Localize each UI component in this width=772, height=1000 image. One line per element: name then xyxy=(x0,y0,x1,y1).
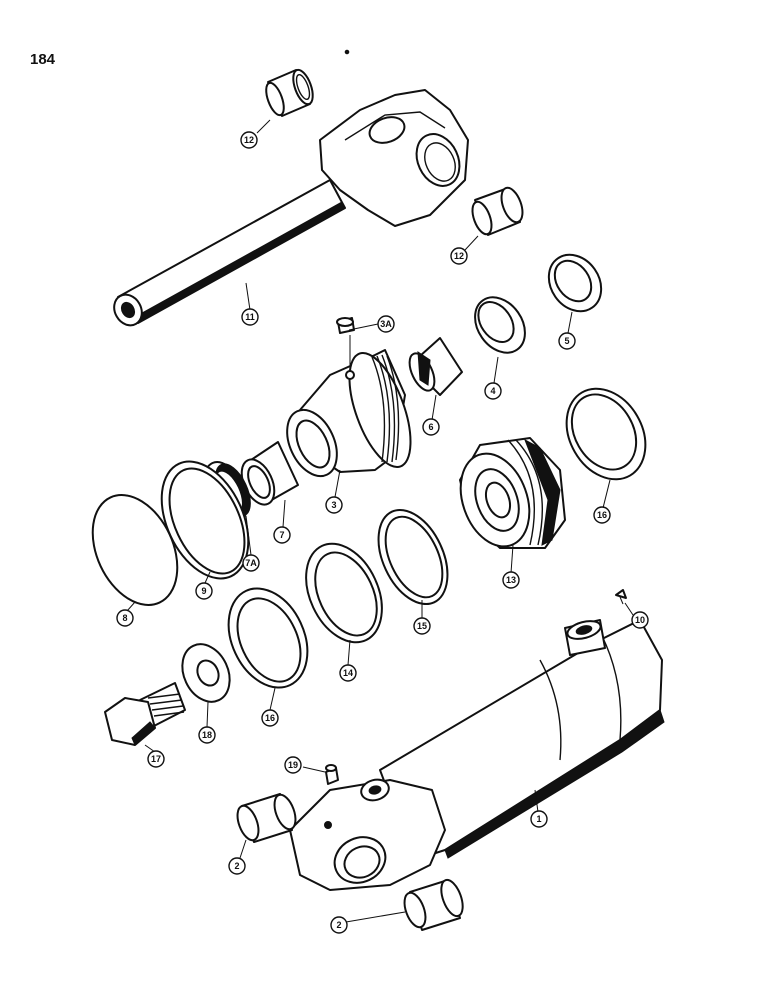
callout-label: 8 xyxy=(122,613,127,623)
callout-label: 3 xyxy=(331,500,336,510)
callout-label: 9 xyxy=(201,586,206,596)
bushing-12-upper xyxy=(265,68,314,117)
plug-3a xyxy=(336,317,355,334)
wear-ring-16-upper xyxy=(565,387,647,481)
callout-8: 8 xyxy=(116,609,134,627)
callout-label: 10 xyxy=(635,615,645,625)
callout-label: 12 xyxy=(454,251,464,261)
callout-14: 14 xyxy=(339,664,357,682)
piston-13 xyxy=(459,437,566,549)
piston-rod-11 xyxy=(113,89,469,327)
callout-label: 2 xyxy=(336,920,341,930)
callout-2-left: 2 xyxy=(228,857,246,875)
callout-9: 9 xyxy=(195,582,213,600)
callout-7a: 7A xyxy=(242,554,260,572)
callout-17: 17 xyxy=(147,750,165,768)
callout-6: 6 xyxy=(422,418,440,436)
fitting-10 xyxy=(615,589,627,605)
page-number: 184 xyxy=(30,51,56,68)
callout-19: 19 xyxy=(284,756,302,774)
callout-12-lower: 12 xyxy=(450,247,468,265)
callout-label: 12 xyxy=(244,135,254,145)
callout-2-right: 2 xyxy=(330,916,348,934)
o-ring-8 xyxy=(91,494,179,606)
callout-label: 15 xyxy=(417,621,427,631)
ring-15 xyxy=(377,508,449,606)
callout-4: 4 xyxy=(484,382,502,400)
callout-18: 18 xyxy=(198,726,216,744)
washer-18 xyxy=(181,643,231,703)
callout-3a: 3A xyxy=(377,315,395,333)
wear-ring-16-lower xyxy=(227,587,309,689)
ring-14 xyxy=(305,542,383,644)
callout-label: 7 xyxy=(279,530,284,540)
cylinder-barrel-1 xyxy=(289,619,665,891)
bushing-12-lower xyxy=(471,186,524,236)
callout-5: 5 xyxy=(558,332,576,350)
callout-label: 6 xyxy=(428,422,433,432)
callout-label: 2 xyxy=(234,861,239,871)
callout-3: 3 xyxy=(325,496,343,514)
callout-label: 5 xyxy=(564,336,569,346)
callout-7: 7 xyxy=(273,526,291,544)
callout-label: 14 xyxy=(343,668,353,678)
callout-label: 11 xyxy=(245,312,255,322)
callout-16-upper: 16 xyxy=(593,506,611,524)
callout-label: 19 xyxy=(288,760,298,770)
callout-1: 1 xyxy=(530,810,548,828)
grease-fitting-19 xyxy=(325,764,339,785)
callout-12-upper: 12 xyxy=(240,131,258,149)
bushing-2-left xyxy=(236,793,297,843)
ring-5 xyxy=(547,253,603,313)
callout-10: 10 xyxy=(631,611,649,629)
callout-label: 16 xyxy=(597,510,607,520)
callout-16-lower: 16 xyxy=(261,709,279,727)
callout-label: 3A xyxy=(380,319,392,329)
callout-label: 17 xyxy=(151,754,161,764)
bushing-7 xyxy=(240,441,299,506)
ring-4 xyxy=(474,296,526,354)
callout-label: 18 xyxy=(202,730,212,740)
stray-mark xyxy=(344,49,350,55)
wiper-6 xyxy=(408,337,463,396)
callout-label: 7A xyxy=(245,558,257,568)
callout-label: 16 xyxy=(265,713,275,723)
bolt-17 xyxy=(104,682,186,746)
callout-13: 13 xyxy=(502,571,520,589)
bushing-2-right xyxy=(403,878,464,931)
callout-label: 13 xyxy=(506,575,516,585)
gland-3 xyxy=(286,349,412,478)
callout-label: 1 xyxy=(536,814,541,824)
backup-ring-9 xyxy=(160,460,250,580)
callout-11: 11 xyxy=(241,308,259,326)
callout-label: 4 xyxy=(490,386,495,396)
callout-15: 15 xyxy=(413,617,431,635)
